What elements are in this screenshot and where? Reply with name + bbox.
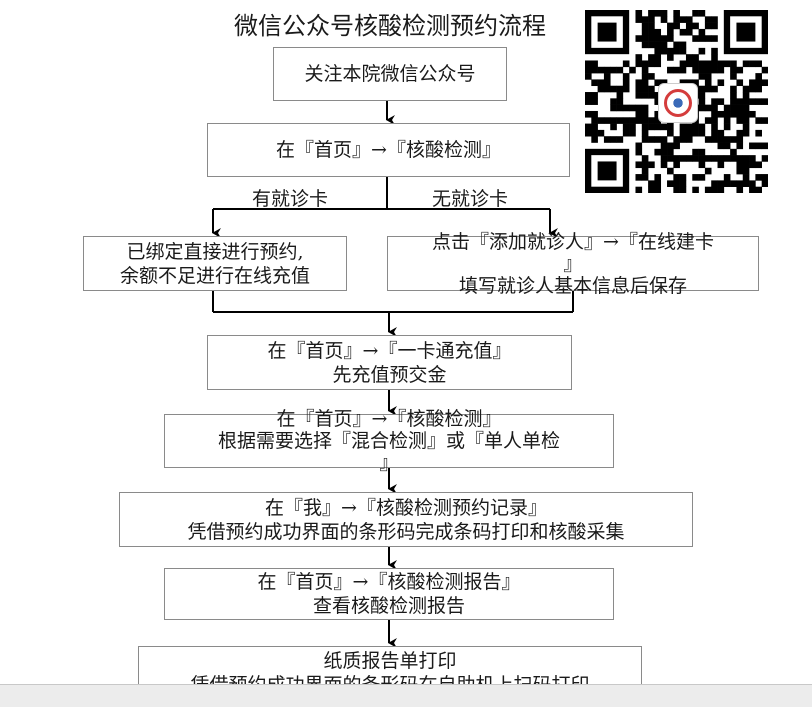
step-recharge: 在『首页』→『一卡通充值』 先充值预交金 bbox=[207, 335, 572, 390]
diagram-title: 微信公众号核酸检测预约流程 bbox=[234, 12, 546, 40]
qr-code bbox=[585, 10, 769, 194]
step-add-patient: 点击『添加就诊人』→『在线建卡 』 填写就诊人基本信息后保存 bbox=[387, 231, 759, 297]
branch-label-has-card: 有就诊卡 bbox=[252, 188, 329, 210]
step-select-test: 在『首页』→『核酸检测』 根据需要选择『混合检测』或『单人单检 』 bbox=[164, 408, 614, 474]
step-follow-account: 关注本院微信公众号 bbox=[273, 47, 507, 101]
step-view-report: 在『首页』→『核酸检测报告』 查看核酸检测报告 bbox=[164, 568, 614, 620]
bottom-status-bar bbox=[0, 684, 812, 707]
step-booking-record: 在『我』→『核酸检测预约记录』 凭借预约成功界面的条形码完成条码打印和核酸采集 bbox=[119, 492, 693, 547]
step-home-nucleic: 在『首页』→『核酸检测』 bbox=[207, 123, 570, 177]
hospital-logo-icon bbox=[658, 83, 698, 123]
branch-label-no-card: 无就诊卡 bbox=[432, 188, 509, 210]
step-bound-card: 已绑定直接进行预约, 余额不足进行在线充值 bbox=[83, 236, 347, 291]
